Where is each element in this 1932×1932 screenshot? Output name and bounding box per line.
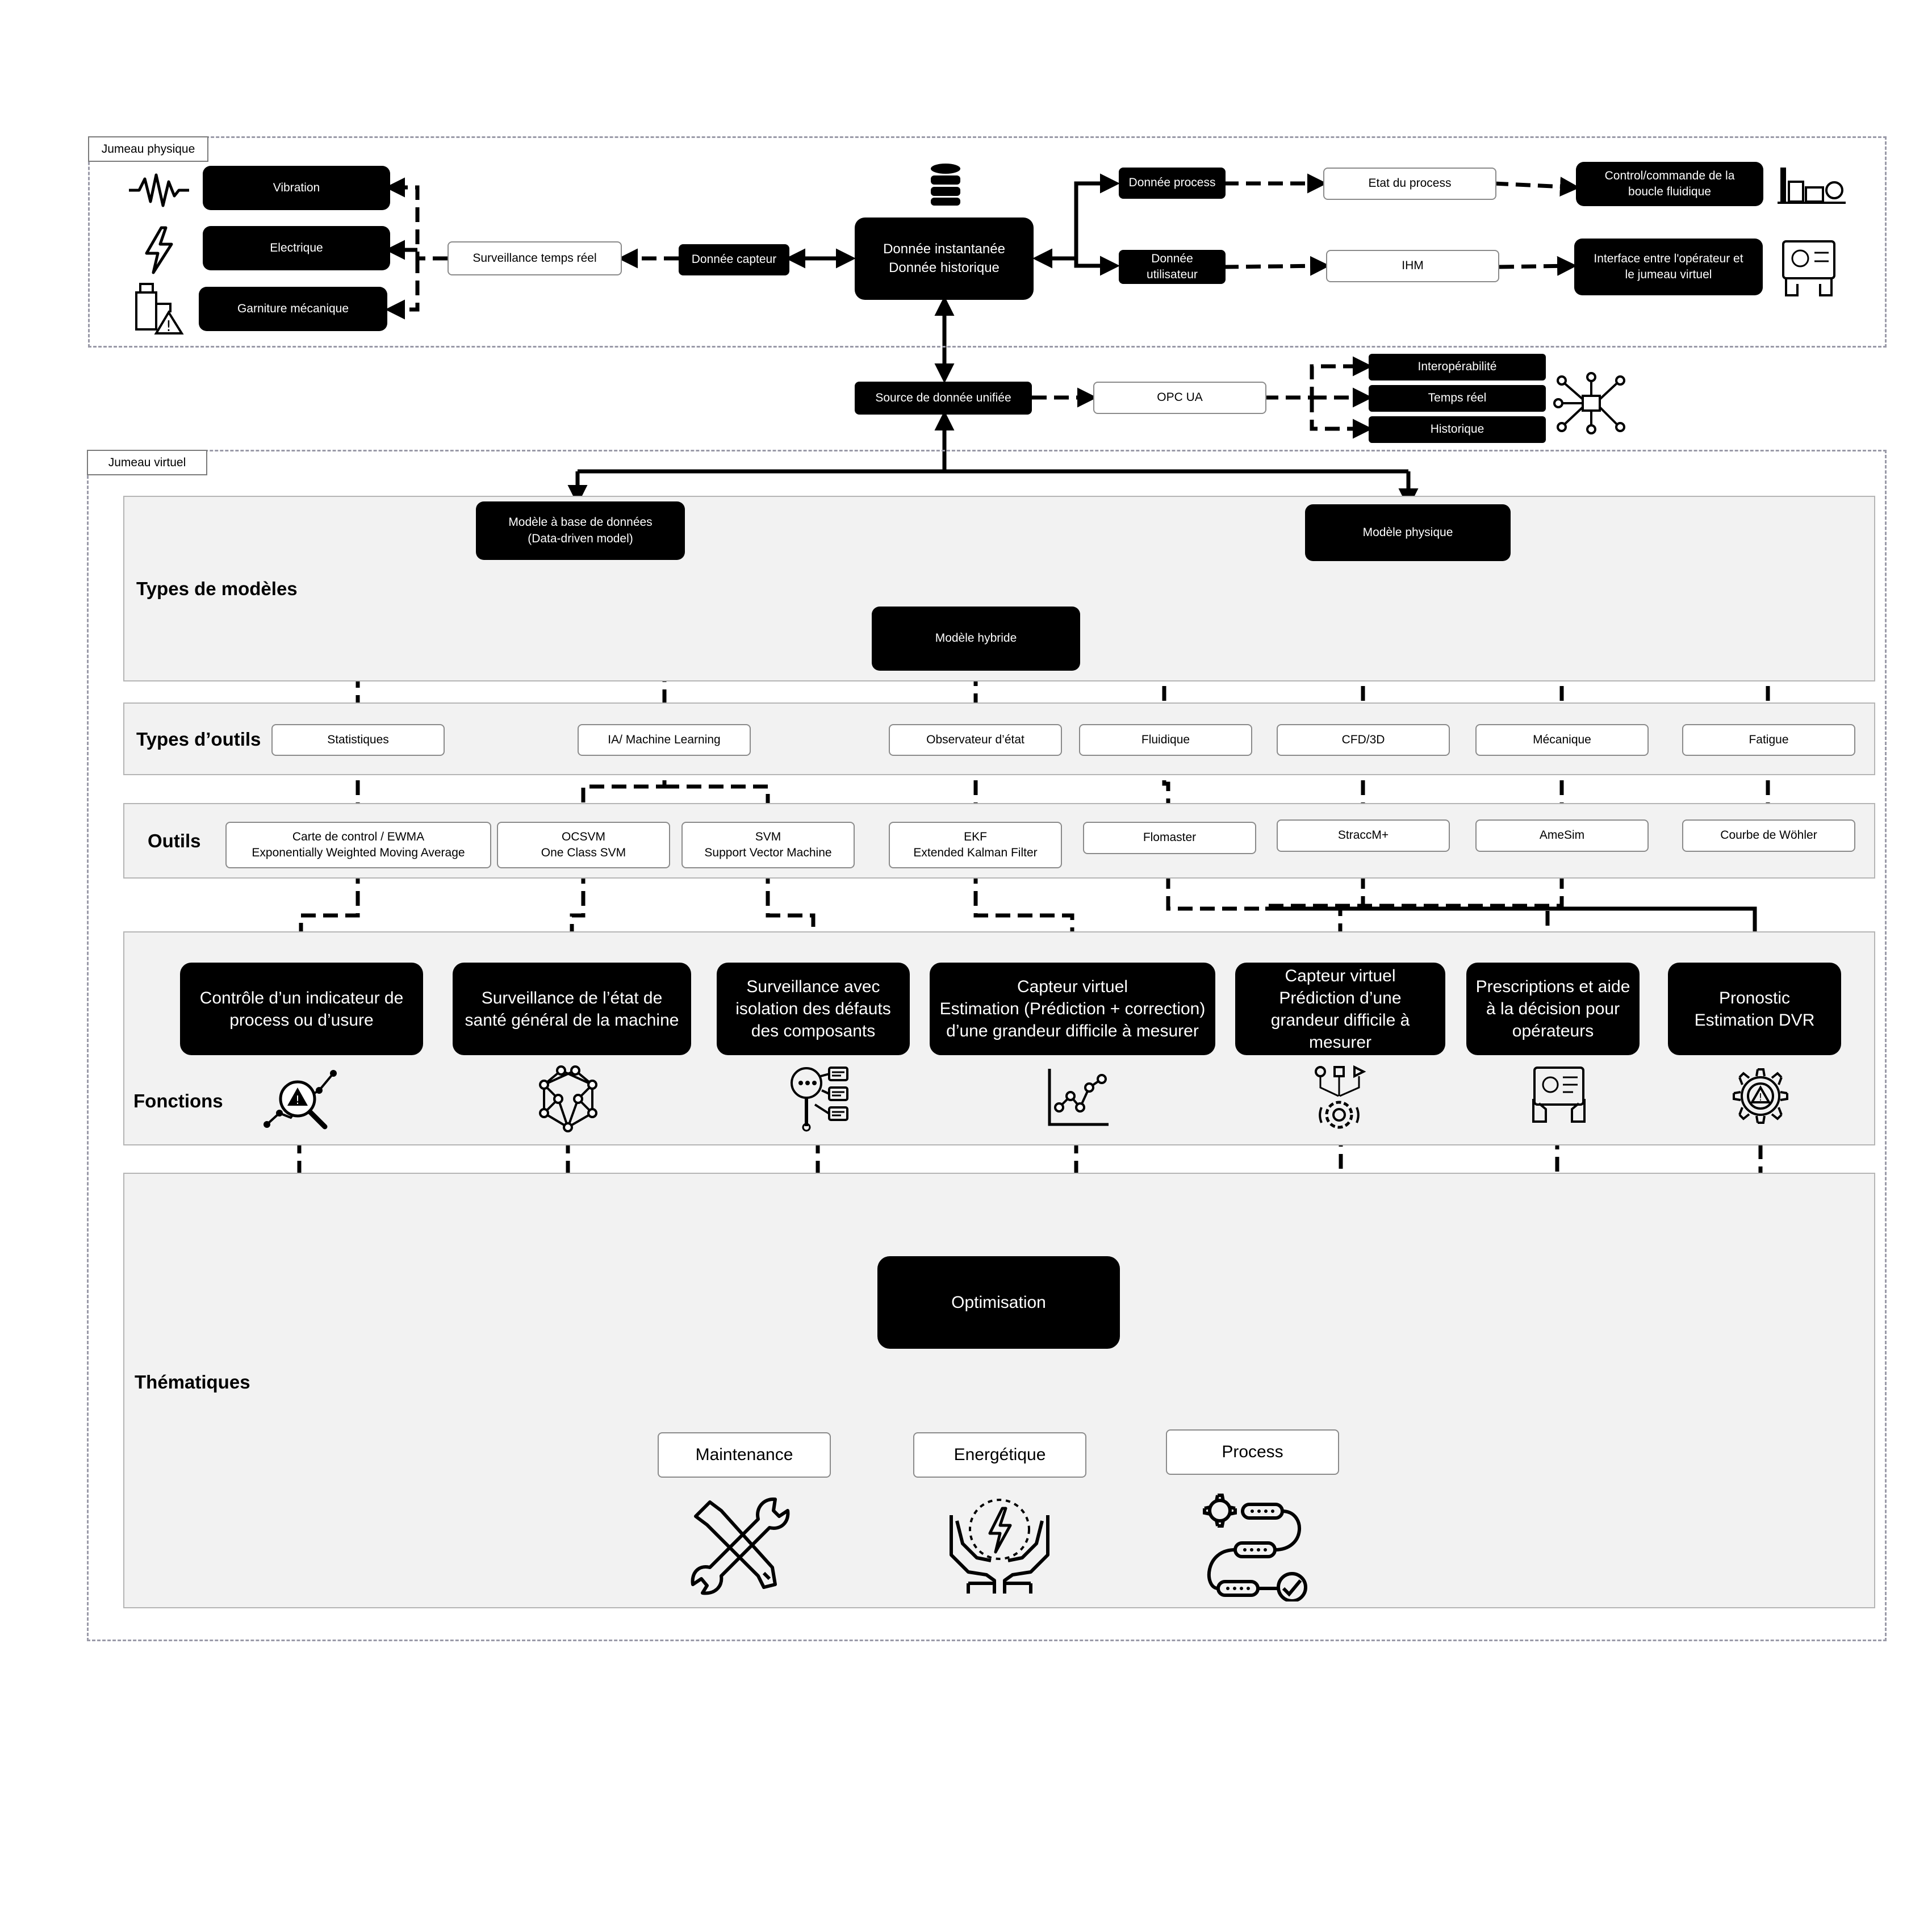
- tooltype-cfd[interactable]: CFD/3D: [1277, 724, 1450, 756]
- function-isolation[interactable]: Surveillance avec isolation des défauts …: [717, 963, 910, 1055]
- band-label-outils-types: Types d’outils: [136, 729, 261, 750]
- tool-ocsvm[interactable]: OCSVM One Class SVM: [497, 822, 670, 868]
- band-label-thematiques: Thématiques: [135, 1371, 250, 1392]
- tool-flomaster[interactable]: Flomaster: [1083, 822, 1256, 854]
- optimisation-node[interactable]: Optimisation: [877, 1256, 1120, 1349]
- temps-reel-node[interactable]: Temps réel: [1369, 385, 1546, 412]
- historique-node[interactable]: Historique: [1369, 416, 1546, 443]
- classification-icon: [791, 1067, 848, 1132]
- interface-operateur-node[interactable]: Interface entre l'opérateur et le jumeau…: [1574, 239, 1763, 295]
- modele-hybride-node[interactable]: Modèle hybride: [872, 607, 1080, 671]
- function-prescriptions[interactable]: Prescriptions et aide à la décision pour…: [1466, 963, 1640, 1055]
- tooltype-fluidique[interactable]: Fluidique: [1079, 724, 1252, 756]
- tooltype-statistiques[interactable]: Statistiques: [271, 724, 445, 756]
- svg-text:!: !: [295, 1093, 300, 1107]
- donnee-centrale-node[interactable]: Donnée instantanée Donnée historique: [855, 218, 1034, 300]
- physical-twin-frame: [88, 136, 1887, 348]
- sensor-gear-icon: [1315, 1065, 1366, 1129]
- dashboard-hands-icon: [1532, 1067, 1586, 1123]
- tool-straccm[interactable]: StraccM+: [1277, 819, 1450, 852]
- physical-twin-label: Jumeau physique: [88, 136, 208, 162]
- ihm-node[interactable]: IHM: [1326, 250, 1499, 282]
- network-icon: [1553, 372, 1625, 434]
- factory-icon: [1778, 168, 1846, 204]
- control-commande-node[interactable]: Control/commande de la boucle fluidique: [1576, 162, 1763, 206]
- tool-ewma[interactable]: Carte de control / EWMA Exponentially We…: [225, 822, 491, 868]
- function-pronostic[interactable]: Pronostic Estimation DVR: [1668, 963, 1841, 1055]
- tool-svm[interactable]: SVM Support Vector Machine: [681, 822, 855, 868]
- operator-screen-icon: [1782, 240, 1835, 296]
- modele-physique-node[interactable]: Modèle physique: [1305, 504, 1511, 561]
- surveillance-temps-reel-node[interactable]: Surveillance temps réel: [448, 241, 622, 275]
- gear-warning-icon: !: [1733, 1068, 1788, 1124]
- pump-warning-icon: !: [135, 283, 184, 335]
- waveform-icon: [129, 173, 189, 207]
- tooltype-observateur[interactable]: Observateur d’état: [889, 724, 1062, 756]
- vibration-node[interactable]: Vibration: [203, 166, 390, 210]
- source-unifiee-node[interactable]: Source de donnée unifiée: [855, 382, 1032, 415]
- tooltype-fatigue[interactable]: Fatigue: [1682, 724, 1855, 756]
- tool-wohler[interactable]: Courbe de Wöhler: [1682, 819, 1855, 852]
- theme-energetique[interactable]: Energétique: [913, 1432, 1086, 1478]
- svg-text:!: !: [166, 318, 172, 335]
- tools-icon: [691, 1497, 790, 1595]
- function-controle[interactable]: Contrôle d’un indicateur de process ou d…: [180, 963, 423, 1055]
- theme-maintenance[interactable]: Maintenance: [658, 1432, 831, 1478]
- donnee-utilisateur-node[interactable]: Donnée utilisateur: [1119, 250, 1226, 284]
- neural-network-icon: [539, 1065, 597, 1132]
- svg-text:!: !: [1758, 1092, 1762, 1103]
- tool-amesim[interactable]: AmeSim: [1475, 819, 1649, 852]
- opc-ua-node[interactable]: OPC UA: [1093, 382, 1266, 414]
- band-label-modeles: Types de modèles: [136, 578, 298, 599]
- electrique-node[interactable]: Electrique: [203, 226, 390, 270]
- virtual-twin-frame: [87, 450, 1887, 1641]
- function-capteur-estimation[interactable]: Capteur virtuel Estimation (Prédiction +…: [930, 963, 1215, 1055]
- interoperabilite-node[interactable]: Interopérabilité: [1369, 354, 1546, 380]
- tooltype-mecanique[interactable]: Mécanique: [1475, 724, 1649, 756]
- process-flow-icon: [1203, 1494, 1307, 1601]
- donnee-capteur-node[interactable]: Donnée capteur: [679, 244, 789, 275]
- garniture-node[interactable]: Garniture mécanique: [199, 287, 387, 331]
- function-capteur-prediction[interactable]: Capteur virtuel Prédiction d’une grandeu…: [1235, 963, 1445, 1055]
- theme-process[interactable]: Process: [1166, 1429, 1339, 1475]
- energy-hands-icon: [950, 1499, 1049, 1594]
- etat-process-node[interactable]: Etat du process: [1323, 168, 1496, 200]
- band-label-fonctions: Fonctions: [133, 1090, 223, 1111]
- band-label-outils: Outils: [148, 830, 201, 851]
- donnee-process-node[interactable]: Donnée process: [1119, 168, 1226, 199]
- function-sante[interactable]: Surveillance de l’état de santé général …: [453, 963, 691, 1055]
- database-icon: [931, 164, 960, 206]
- virtual-twin-label: Jumeau virtuel: [87, 450, 207, 475]
- line-chart-icon: [1048, 1069, 1109, 1126]
- search-warning-icon: !: [264, 1070, 337, 1130]
- tooltype-ia[interactable]: IA/ Machine Learning: [578, 724, 751, 756]
- tool-ekf[interactable]: EKF Extended Kalman Filter: [889, 822, 1062, 868]
- modele-data-driven-node[interactable]: Modèle à base de données (Data-driven mo…: [476, 501, 685, 560]
- lightning-icon: [145, 226, 173, 274]
